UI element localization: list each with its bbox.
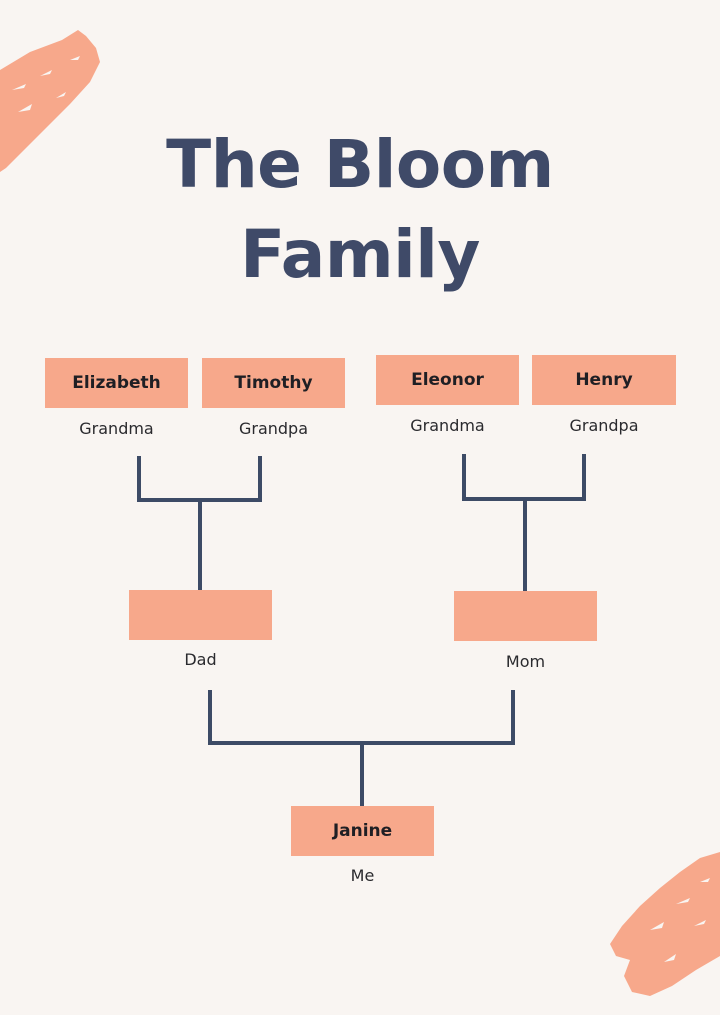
member-box-timothy: Timothy <box>202 358 345 408</box>
page-title-line-1: The Bloom <box>166 126 554 203</box>
member-name-timothy: Timothy <box>234 373 313 393</box>
member-role-janine: Me <box>350 866 375 885</box>
member-box-eleonor: Eleonor <box>376 355 519 405</box>
brush-stroke-top-left <box>0 30 100 172</box>
member-box-elizabeth: Elizabeth <box>45 358 188 408</box>
member-name-henry: Henry <box>575 370 633 390</box>
member-role-eleonor: Grandma <box>410 416 485 435</box>
member-box-henry: Henry <box>532 355 676 405</box>
member-box-dad <box>129 590 272 640</box>
connector-maternal-grandparents <box>462 454 586 501</box>
connector-parents <box>208 690 515 745</box>
member-role-timothy: Grandpa <box>238 419 309 438</box>
page-title-line-2: Family <box>240 216 480 293</box>
member-role-henry: Grandpa <box>569 416 639 435</box>
connector-paternal-grandparents <box>137 456 262 502</box>
member-role-dad: Dad <box>184 650 217 669</box>
member-role-elizabeth: Grandma <box>79 419 154 438</box>
member-name-janine: Janine <box>332 821 393 841</box>
member-box-janine: Janine <box>291 806 434 856</box>
member-name-elizabeth: Elizabeth <box>72 373 161 393</box>
member-role-mom: Mom <box>505 652 546 671</box>
member-box-mom <box>454 591 597 641</box>
brush-stroke-bottom-right <box>610 852 720 996</box>
member-name-eleonor: Eleonor <box>411 370 484 390</box>
